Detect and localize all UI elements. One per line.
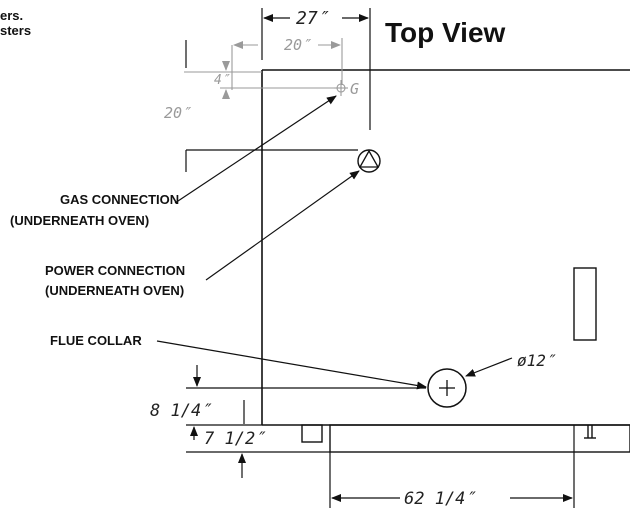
dim-4-label: 4″ (214, 73, 230, 88)
oven-base (301, 424, 630, 453)
power-callout-line1: POWER CONNECTION (45, 263, 185, 278)
gas-callout-leader (174, 95, 337, 204)
dim-8-quarter: 8 1/4″ (150, 365, 426, 424)
vent-slot (573, 267, 597, 341)
flue-dia-leader (465, 357, 513, 377)
header-fragment-line2: sters (0, 23, 31, 38)
flue-callout-leader (156, 340, 427, 390)
dim-62-quarter-label: 62 1/4″ (404, 489, 476, 509)
dim-7-half: 7 1/2″ (186, 424, 330, 478)
flue-dia-label: ø12″ (517, 351, 556, 370)
dim-20-left-label: 20″ (164, 104, 192, 122)
header-fragment-line1: ers. (0, 8, 23, 23)
dim-62-quarter: 62 1/4″ (329, 425, 575, 509)
power-connection-icon (357, 149, 381, 173)
dim-27: 27″ (261, 8, 371, 130)
gas-marker-label: G (350, 80, 359, 98)
dim-20-top: 20″ (231, 36, 343, 90)
dim-8-quarter-label: 8 1/4″ (150, 401, 212, 421)
base-plinth (329, 424, 630, 453)
power-callout-line2: (UNDERNEATH OVEN) (45, 283, 184, 298)
bolt-icon (584, 425, 596, 439)
gas-marker: G (334, 80, 359, 98)
flue-callout: FLUE COLLAR (50, 333, 142, 348)
gas-callout-line2: (UNDERNEATH OVEN) (10, 213, 149, 228)
gas-callout-line1: GAS CONNECTION (60, 192, 179, 207)
dim-7-half-label: 7 1/2″ (204, 429, 266, 449)
dim-4: 4″ (184, 61, 334, 99)
foot-left (301, 424, 323, 443)
power-callout-leader (205, 170, 360, 281)
page-title: Top View (385, 17, 506, 48)
dim-20-left: 20″ (164, 40, 358, 172)
oven-outline (261, 69, 630, 426)
flue-collar-icon (427, 368, 467, 408)
dim-20-top-label: 20″ (284, 36, 312, 54)
dim-27-label: 27″ (296, 8, 329, 29)
